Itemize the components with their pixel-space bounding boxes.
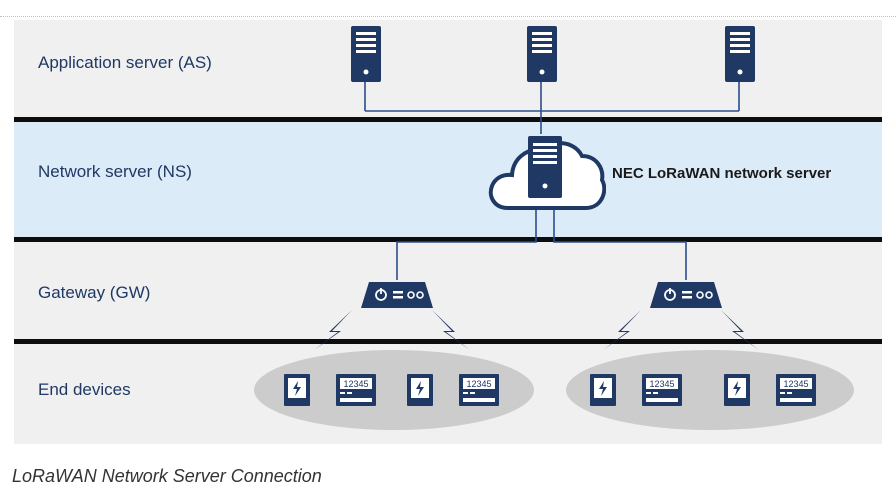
layer-separator bbox=[14, 237, 882, 242]
meter-reading: 12345 bbox=[649, 379, 674, 389]
power-outlet-icon bbox=[590, 374, 616, 406]
top-dotted-rule bbox=[0, 16, 896, 17]
ns-to-gateway-left-link bbox=[396, 210, 537, 280]
smart-meter-icon: 12345 bbox=[459, 374, 499, 406]
gateway-router-icon bbox=[361, 282, 433, 308]
server-icon bbox=[351, 26, 381, 82]
layer-band-network-server bbox=[14, 122, 882, 238]
layer-label-gateway: Gateway (GW) bbox=[38, 283, 151, 302]
layer-label-network-server: Network server (NS) bbox=[38, 162, 192, 181]
layer-band-gateway bbox=[14, 242, 882, 340]
wireless-links bbox=[314, 310, 759, 350]
network-server-callout: NEC LoRaWAN network server bbox=[612, 165, 832, 182]
server-icon bbox=[725, 26, 755, 82]
lightning-bolt-icon bbox=[721, 310, 759, 350]
lorawan-architecture-diagram: 12345 12345 12345 12345 Application serv… bbox=[14, 20, 882, 444]
power-outlet-icon bbox=[284, 374, 310, 406]
power-outlet-icon bbox=[407, 374, 433, 406]
layer-label-application-server: Application server (AS) bbox=[38, 53, 212, 72]
meter-reading: 12345 bbox=[343, 379, 368, 389]
smart-meter-icon: 12345 bbox=[336, 374, 376, 406]
lightning-bolt-icon bbox=[603, 310, 641, 350]
meter-reading: 12345 bbox=[783, 379, 808, 389]
gateway-router-icon bbox=[650, 282, 722, 308]
cloud-server-icon bbox=[488, 136, 606, 210]
smart-meter-icon: 12345 bbox=[776, 374, 816, 406]
device-group-backgrounds bbox=[254, 350, 854, 430]
lightning-bolt-icon bbox=[314, 310, 352, 350]
smart-meter-icon: 12345 bbox=[642, 374, 682, 406]
lightning-bolt-icon bbox=[432, 310, 470, 350]
device-group-left bbox=[254, 350, 534, 430]
layer-separator bbox=[14, 339, 882, 344]
layer-label-end-devices: End devices bbox=[38, 380, 131, 399]
power-outlet-icon bbox=[724, 374, 750, 406]
server-icon bbox=[527, 26, 557, 82]
meter-reading: 12345 bbox=[466, 379, 491, 389]
figure-caption: LoRaWAN Network Server Connection bbox=[12, 466, 322, 486]
ns-to-gateway-right-link bbox=[553, 210, 687, 280]
connection-lines bbox=[364, 82, 740, 280]
device-group-right bbox=[566, 350, 854, 430]
layer-separator bbox=[14, 117, 882, 122]
